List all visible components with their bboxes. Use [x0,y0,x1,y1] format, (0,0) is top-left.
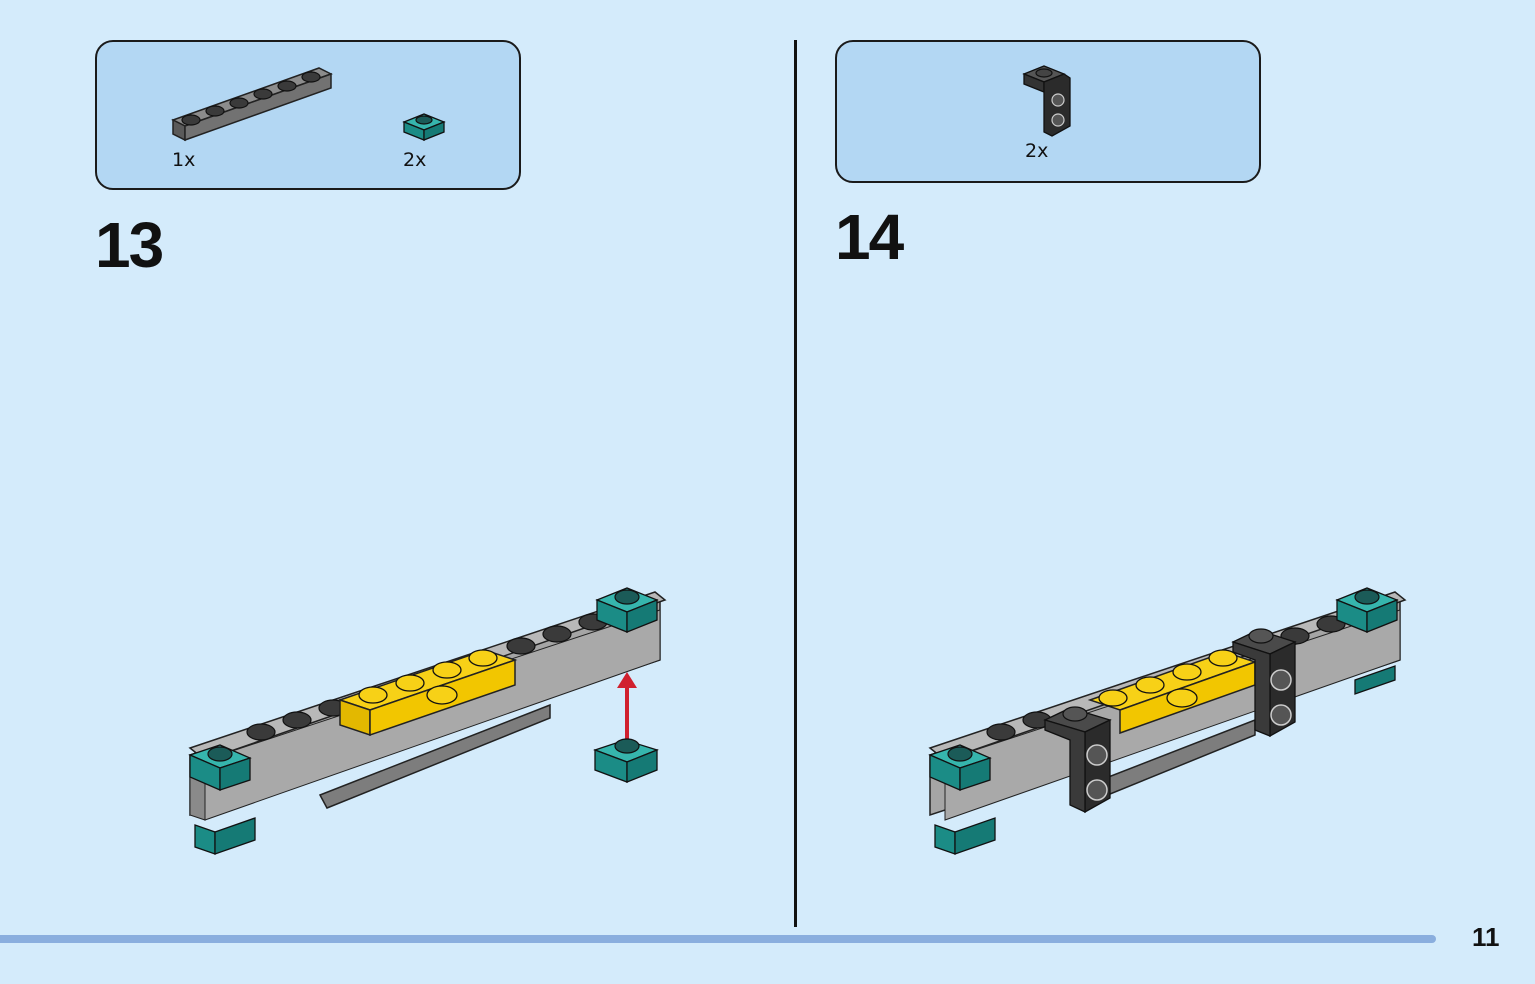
dark-gray-plate-1x6-icon [171,67,333,142]
parts-callout-step-13: 1x 2x [95,40,521,190]
teal-end-right [1335,587,1399,695]
step-14-model-illustration [928,587,1407,855]
parts-callout-step-14: 2x [835,40,1261,183]
teal-plate-1x1-loose [593,738,659,783]
yellow-plate [1087,649,1258,735]
black-bracket-icon [1022,65,1071,137]
part-quantity: 2x [1025,140,1049,162]
black-bracket-right [1231,628,1297,738]
teal-end-left [188,744,256,855]
page-progress-bar [0,935,1436,943]
step-number: 14 [835,201,904,273]
yellow-plate [337,649,518,737]
part-quantity: 1x [172,149,196,171]
page-divider [794,40,797,927]
part-quantity: 2x [403,149,427,171]
teal-end-right [595,587,659,633]
teal-plate-1x1-icon [402,113,446,141]
page-number: 11 [1472,922,1500,952]
black-bracket-left [1043,706,1112,814]
step-13-model-illustration [188,587,667,855]
step-number: 13 [95,209,164,281]
teal-end-left [928,744,996,855]
